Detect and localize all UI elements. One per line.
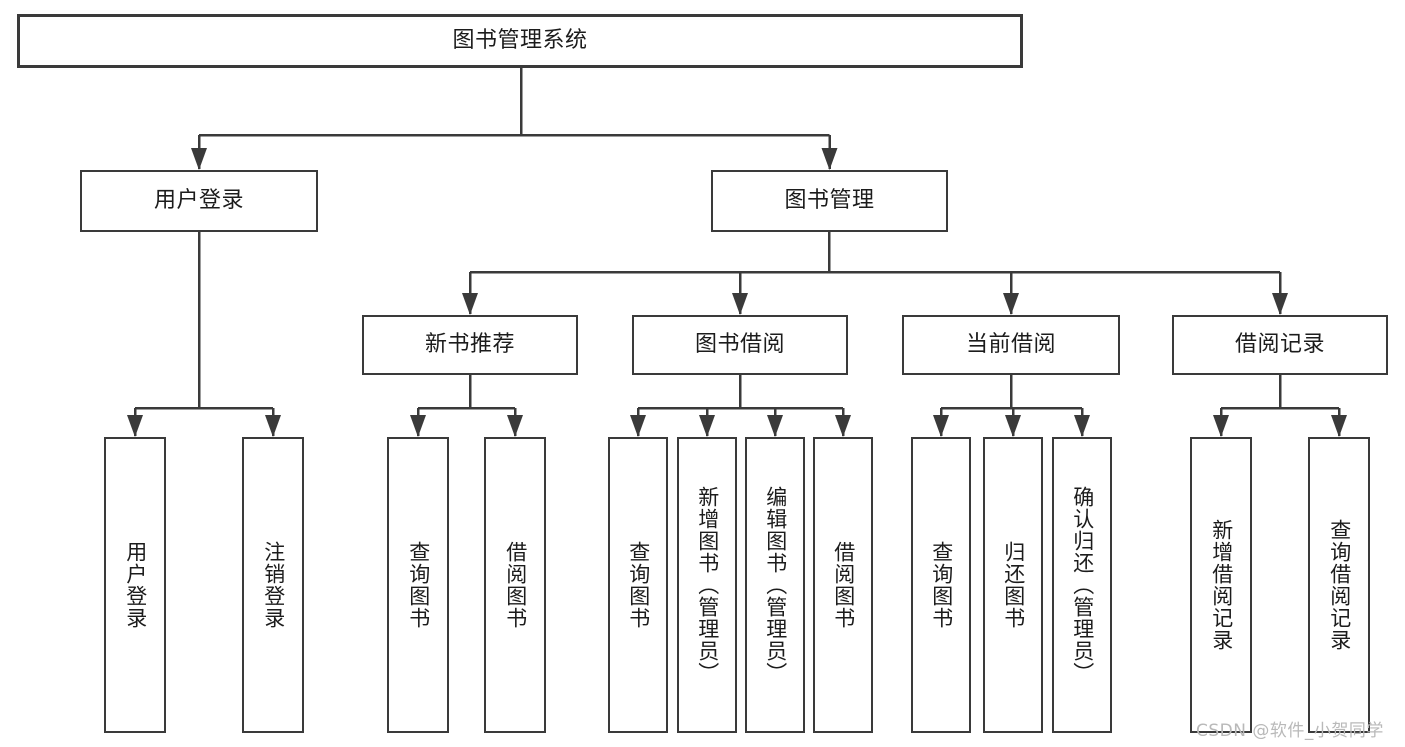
node-borrow-record: 借阅记录: [1172, 315, 1388, 375]
node-label-leaf-user-login: 用户登录: [123, 541, 148, 629]
node-label-leaf-rec-borrow-book: 借阅图书: [503, 541, 528, 629]
node-label-leaf-borrow-borrow-book: 借阅图书: [831, 541, 856, 629]
node-label-borrow-record: 借阅记录: [1234, 332, 1325, 358]
node-label-leaf-borrow-edit-book: 编辑图书（管理员）: [763, 486, 788, 684]
node-leaf-borrow-add-book: 新增图书（管理员）: [677, 437, 737, 733]
node-label-leaf-cur-confirm-return: 确认归还（管理员）: [1070, 486, 1095, 684]
node-root: 图书管理系统: [17, 14, 1023, 68]
node-label-leaf-borrow-add-book: 新增图书（管理员）: [695, 486, 720, 684]
node-leaf-borrow-edit-book: 编辑图书（管理员）: [745, 437, 805, 733]
node-label-leaf-rec-query-book: 查询图书: [406, 541, 431, 629]
node-label-leaf-cur-query-book: 查询图书: [929, 541, 954, 629]
node-new-book-rec: 新书推荐: [362, 315, 578, 375]
node-label-current-borrow: 当前借阅: [965, 332, 1056, 358]
node-label-leaf-rec-query-record: 查询借阅记录: [1327, 519, 1352, 651]
node-leaf-cur-confirm-return: 确认归还（管理员）: [1052, 437, 1112, 733]
node-label-leaf-cur-return-book: 归还图书: [1001, 541, 1026, 629]
node-label-leaf-rec-add-record: 新增借阅记录: [1209, 519, 1234, 651]
node-label-leaf-borrow-query-book: 查询图书: [626, 541, 651, 629]
node-user-login: 用户登录: [80, 170, 318, 232]
node-book-borrow: 图书借阅: [632, 315, 848, 375]
node-leaf-cur-return-book: 归还图书: [983, 437, 1043, 733]
node-leaf-user-logout: 注销登录: [242, 437, 304, 733]
node-leaf-rec-query-record: 查询借阅记录: [1308, 437, 1370, 733]
node-leaf-cur-query-book: 查询图书: [911, 437, 971, 733]
node-label-leaf-user-logout: 注销登录: [261, 541, 286, 629]
node-leaf-borrow-borrow-book: 借阅图书: [813, 437, 873, 733]
node-label-new-book-rec: 新书推荐: [424, 332, 515, 358]
watermark-text: CSDN @软件_小贺同学: [1196, 721, 1384, 741]
node-leaf-rec-borrow-book: 借阅图书: [484, 437, 546, 733]
node-leaf-user-login: 用户登录: [104, 437, 166, 733]
node-leaf-rec-add-record: 新增借阅记录: [1190, 437, 1252, 733]
node-label-user-login: 用户登录: [153, 188, 244, 214]
node-label-book-borrow: 图书借阅: [694, 332, 785, 358]
node-book-manage: 图书管理: [711, 170, 948, 232]
node-current-borrow: 当前借阅: [902, 315, 1120, 375]
node-label-book-manage: 图书管理: [784, 188, 875, 214]
node-leaf-borrow-query-book: 查询图书: [608, 437, 668, 733]
node-label-root: 图书管理系统: [452, 28, 588, 54]
node-leaf-rec-query-book: 查询图书: [387, 437, 449, 733]
